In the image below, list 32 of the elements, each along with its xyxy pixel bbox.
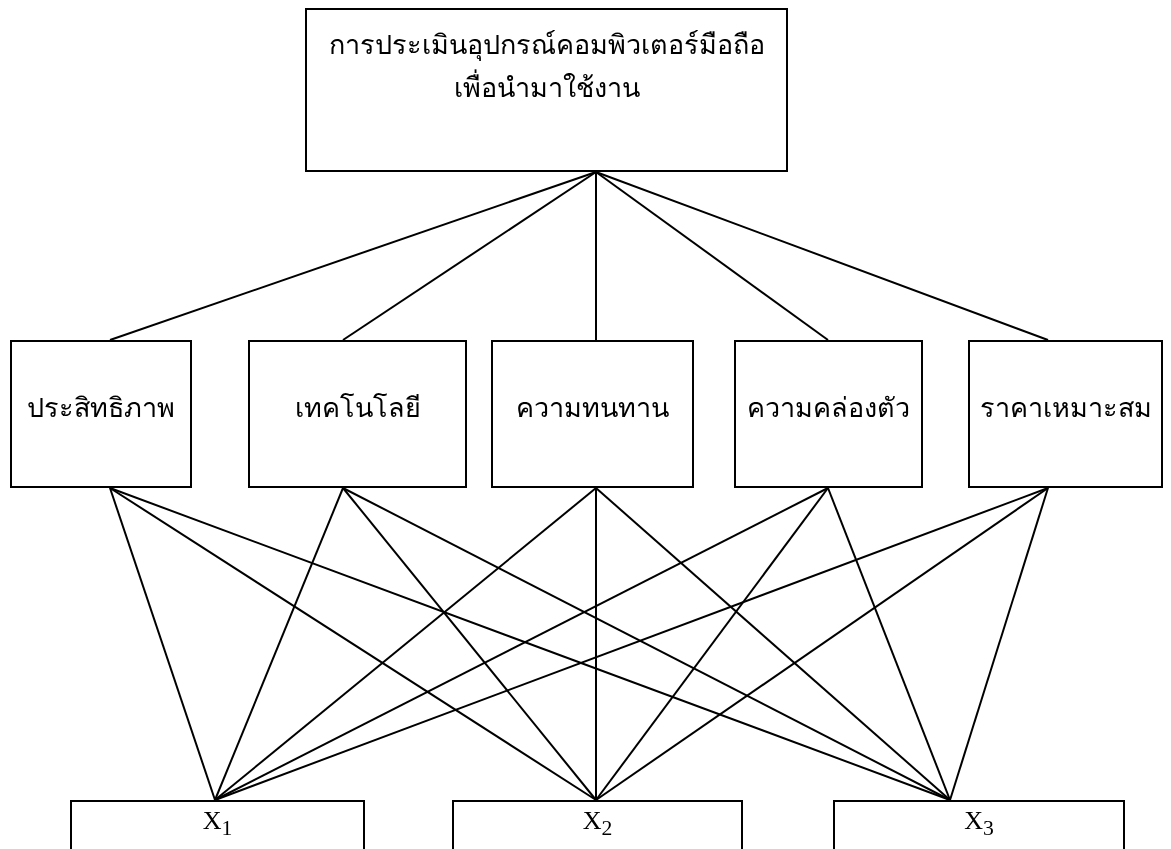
node-label: ความทนทาน	[516, 392, 669, 425]
connector-line	[595, 487, 1049, 801]
connector-line	[595, 171, 597, 341]
box	[248, 340, 467, 488]
node-label: เทคโนโลยี	[294, 392, 421, 425]
connector-line	[214, 487, 344, 801]
connector-line	[342, 487, 597, 801]
box	[70, 800, 365, 849]
node-label: ราคาเหมาะสม	[979, 392, 1152, 425]
connector-line	[595, 171, 829, 341]
node-label: X$_{2}$	[582, 805, 613, 843]
connector-line	[214, 487, 597, 801]
connector-line	[595, 487, 829, 801]
connector-line	[109, 487, 216, 801]
connector-line	[595, 487, 951, 801]
box	[491, 340, 694, 488]
connector-line	[109, 487, 597, 801]
box	[968, 340, 1163, 488]
connector-line	[595, 487, 597, 801]
box	[10, 340, 192, 488]
box	[452, 800, 743, 849]
connector-line	[342, 171, 597, 341]
node-label: X$_{3}$	[964, 805, 994, 843]
box	[833, 800, 1125, 849]
connector-line	[827, 487, 951, 801]
node-label: การประเมินอุปกรณ์คอมพิวเตอร์มือถือ เพื่อนำมาใช้งาน	[327, 29, 766, 106]
node-label: ความคล่องตัว	[747, 392, 910, 425]
node-label: ประสิทธิภาพ	[27, 392, 175, 425]
connector-line	[949, 487, 1049, 801]
box	[305, 8, 788, 172]
node-label: X$_{1}$	[202, 805, 233, 843]
box	[734, 340, 923, 488]
